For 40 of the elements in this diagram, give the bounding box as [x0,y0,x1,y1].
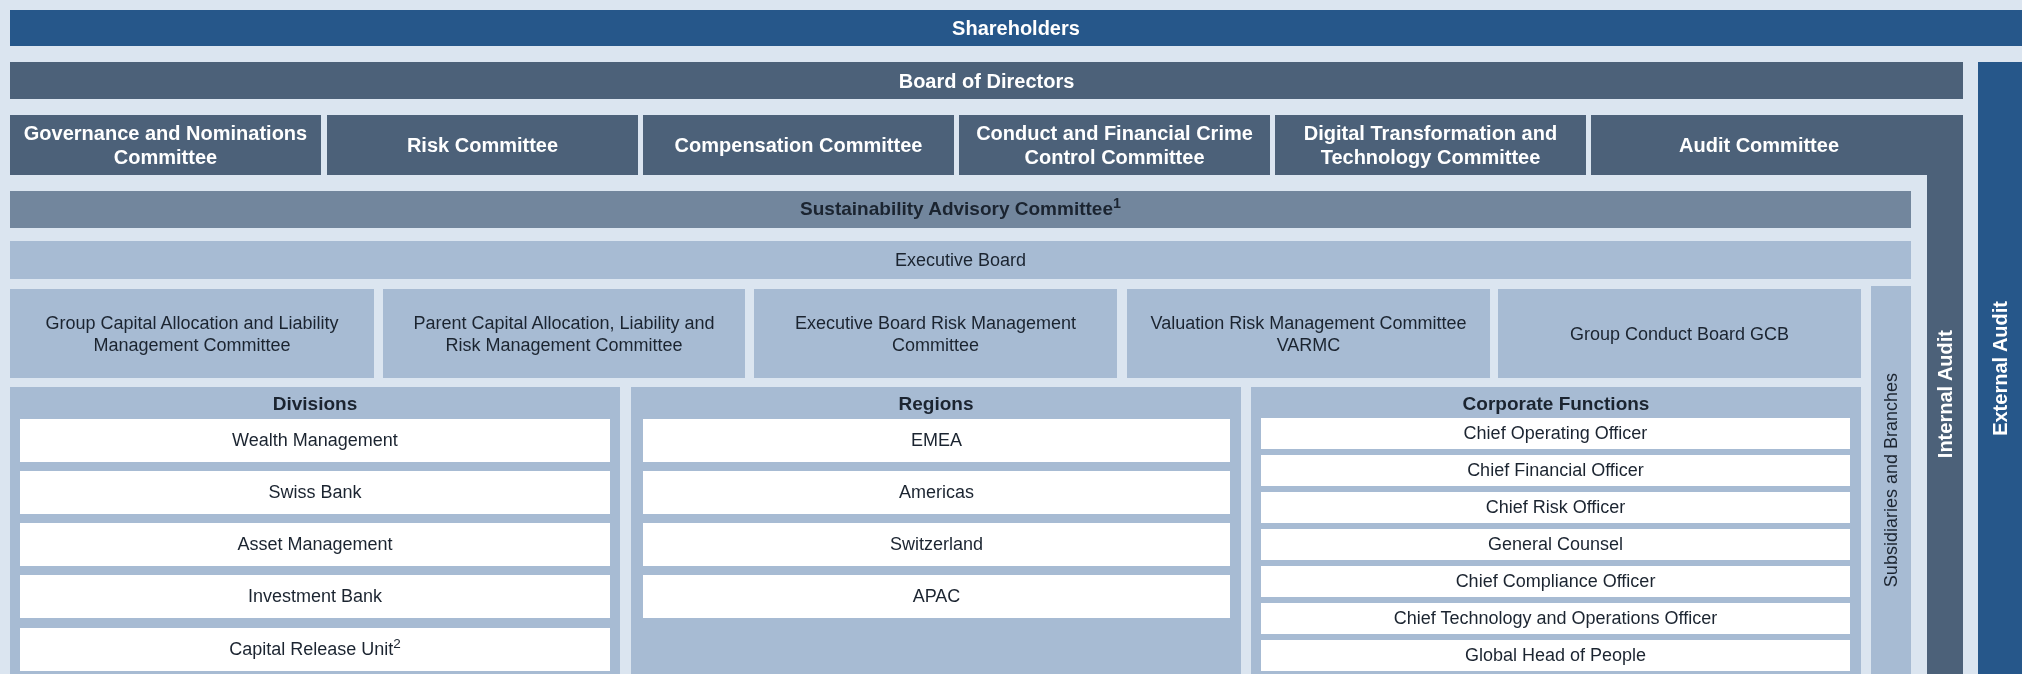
unit-box: Investment Bank [20,575,610,618]
org-box: Audit Committee [1591,115,1927,175]
unit-box: APAC [643,575,1230,618]
group-panel [1251,387,1861,674]
org-box: Executive Board Risk Management Committee [754,289,1117,378]
org-box: Shareholders [10,10,2022,46]
org-box: Digital Transformation and Technology Committee [1275,115,1586,175]
unit-box: Chief Risk Officer [1261,492,1850,523]
unit-box: Chief Technology and Operations Officer [1261,603,1850,634]
unit-box: Global Head of People [1261,640,1850,671]
unit-box: Wealth Management [20,419,610,462]
org-box: Board of Directors [10,62,1963,99]
org-box: Risk Committee [327,115,638,175]
unit-box: General Counsel [1261,529,1850,560]
group-heading: Regions [897,392,975,416]
unit-box: Chief Compliance Officer [1261,566,1850,597]
org-box: Sustainability Advisory Committee$^{1}$ [10,191,1911,228]
unit-box: Asset Management [20,523,610,566]
org-box: Internal Audit [1927,115,1963,674]
group-panel [10,387,620,674]
org-box: Valuation Risk Management Committee VARMC [1127,289,1490,378]
org-box: Executive Board [10,241,1911,279]
org-box: Group Capital Allocation and Liability Management Committee [10,289,374,378]
org-box: Subsidiaries and Branches [1871,286,1911,674]
unit-box: Chief Financial Officer [1261,455,1850,486]
group-panel [631,387,1241,674]
unit-box: Chief Operating Officer [1261,418,1850,449]
unit-box: Americas [643,471,1230,514]
unit-box: Switzerland [643,523,1230,566]
org-box: Group Conduct Board GCB [1498,289,1861,378]
unit-box: Capital Release Unit$^{2}$ [20,628,610,671]
unit-box: Swiss Bank [20,471,610,514]
group-heading: Corporate Functions [1461,392,1651,416]
group-heading: Divisions [271,392,359,416]
org-box: Compensation Committee [643,115,954,175]
org-box: Parent Capital Allocation, Liability and Risk Management Committee [383,289,745,378]
org-box: Conduct and Financial Crime Control Committee [959,115,1270,175]
org-box: Governance and Nominations Committee [10,115,321,175]
unit-box: EMEA [643,419,1230,462]
org-box: External Audit [1978,62,2022,674]
